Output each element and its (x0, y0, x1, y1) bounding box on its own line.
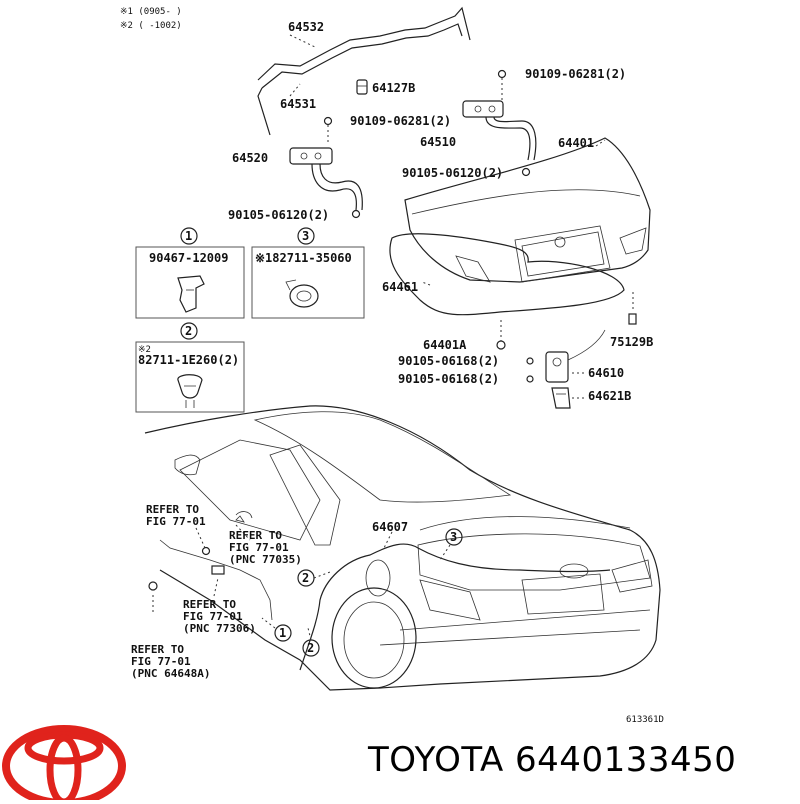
callout-circle (297, 227, 315, 245)
note-1: ※1 (0905- ) (120, 7, 182, 17)
bumper-64401a (496, 320, 506, 350)
brand-caption: TOYOTA 6440133450 (368, 740, 736, 780)
callout-2-lower: 2 (307, 641, 314, 655)
label-90109-mid: 90109-06281(2) (350, 114, 451, 128)
cushion-75129b (628, 292, 637, 325)
hinge-64520 (289, 147, 363, 211)
label-64127b: 64127B (372, 81, 415, 95)
clip-64127b (356, 79, 368, 95)
callout-1: 1 (279, 626, 286, 640)
label-90105-06168-b: 90105-06168(2) (398, 372, 499, 386)
ref-3-line-1: REFER TO (183, 598, 236, 611)
striker-64621b (551, 387, 571, 409)
diagram-id: 613361D (626, 715, 664, 725)
detail-box-1 (135, 246, 245, 319)
label-64401: 64401 (558, 136, 594, 150)
ref-3-line-3: (PNC 77306) (183, 622, 256, 635)
box1-part: 90467-12009 (149, 251, 228, 265)
bolt-icon (526, 375, 534, 383)
bolt-icon (497, 69, 507, 100)
bolt-icon (521, 167, 531, 177)
clip-icon (285, 279, 319, 308)
ref-1-line-2: FIG 77-01 (146, 515, 206, 528)
ref-4-line-3: (PNC 64648A) (131, 667, 210, 680)
part-number: 6440133450 (515, 740, 737, 780)
trunk-lid-64401 (404, 137, 651, 283)
ref-2-line-3: (PNC 77035) (229, 553, 302, 566)
callout-circle (297, 569, 331, 587)
torsion-rod-64531 (257, 23, 463, 136)
label-64461: 64461 (382, 280, 418, 294)
toyota-logo (2, 725, 126, 804)
clamp-icon (177, 275, 205, 313)
label-64610: 64610 (588, 366, 624, 380)
box3-number: 3 (302, 229, 309, 243)
ref-1-line-1: REFER TO (146, 503, 199, 516)
label-64532: 64532 (288, 20, 324, 34)
weatherstrip-64461 (389, 233, 625, 316)
callout-circle (180, 227, 198, 245)
ref-4-line-1: REFER TO (131, 643, 184, 656)
label-90105-left: 90105-06120(2) (228, 208, 329, 222)
torsion-rod-64532 (257, 6, 471, 81)
grommet-icon (177, 374, 203, 408)
label-64607: 64607 (372, 520, 408, 534)
callout-3: 3 (450, 530, 457, 544)
bolt-icon (323, 116, 333, 145)
lock-64610 (545, 329, 606, 383)
label-64531: 64531 (280, 97, 316, 111)
label-90105-06168-a: 90105-06168(2) (398, 354, 499, 368)
label-64621b: 64621B (588, 389, 631, 403)
brand-name: TOYOTA (368, 740, 504, 780)
box3-part: ※182711-35060 (255, 251, 352, 265)
ref-2-line-2: FIG 77-01 (229, 541, 289, 554)
box1-number: 1 (185, 229, 192, 243)
ref-4-line-2: FIG 77-01 (131, 655, 191, 668)
label-90105-right: 90105-06120(2) (402, 166, 503, 180)
box2-note: ※2 (138, 345, 151, 355)
detail-box-2 (135, 341, 245, 413)
ref-3-line-2: FIG 77-01 (183, 610, 243, 623)
note-2: ※2 ( -1002) (120, 21, 182, 31)
callout-2-upper: 2 (302, 571, 309, 585)
callout-circle (261, 617, 292, 642)
side-wiring (148, 515, 273, 621)
hinge-64510 (462, 100, 537, 161)
callout-circle (439, 528, 463, 561)
label-75129b: 75129B (610, 335, 653, 349)
wire-harness-64607 (299, 543, 611, 671)
box2-number: 2 (185, 324, 192, 338)
label-64520: 64520 (232, 151, 268, 165)
label-64401a: 64401A (423, 338, 467, 352)
callout-circle (302, 627, 320, 657)
detail-box-3 (251, 246, 365, 319)
ref-2-line-1: REFER TO (229, 529, 282, 542)
callout-circle (180, 322, 198, 340)
label-90109-top: 90109-06281(2) (525, 67, 626, 81)
label-64510: 64510 (420, 135, 456, 149)
box2-part: 82711-1E260(2) (138, 353, 239, 367)
bolt-icon (526, 357, 534, 365)
car-body (144, 405, 661, 691)
bolt-icon (351, 209, 361, 219)
